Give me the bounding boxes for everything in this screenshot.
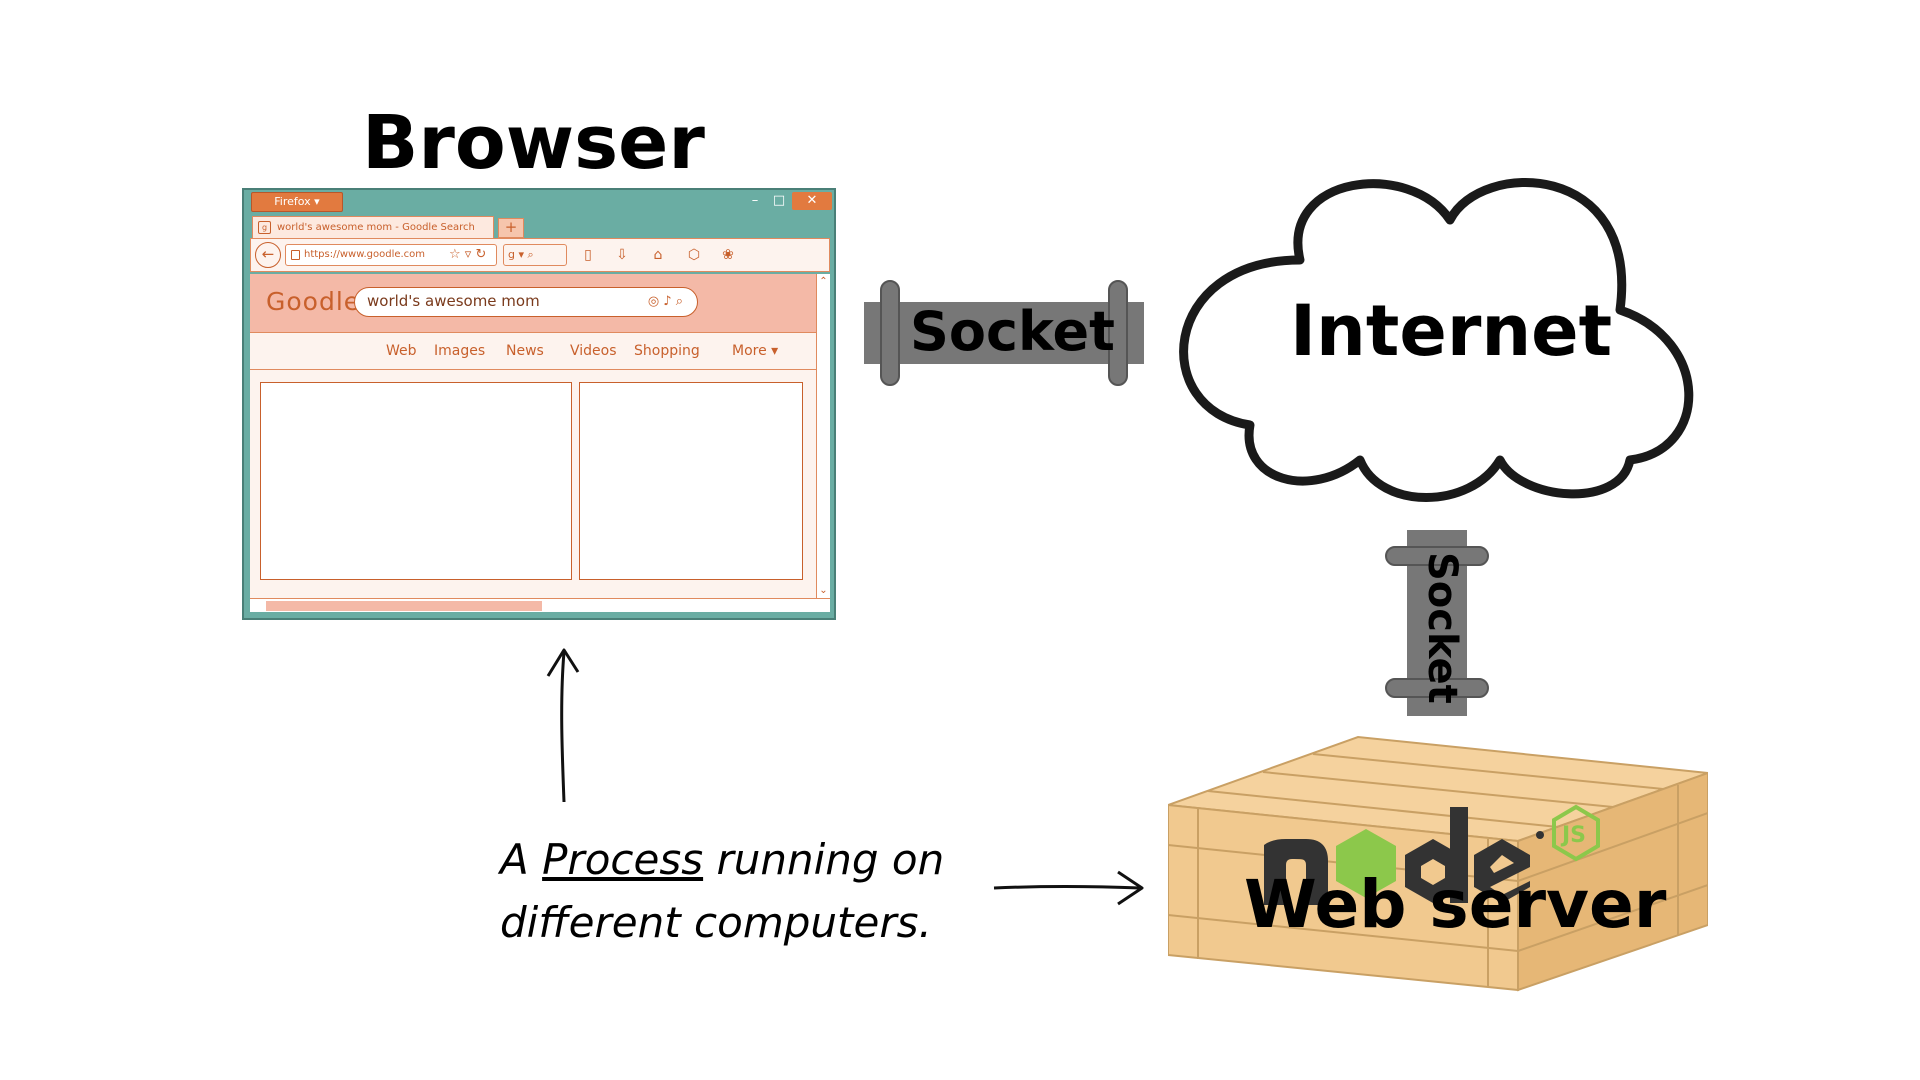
search-query-input[interactable]: world's awesome mom ◎ ♪ ⌕ <box>354 287 698 317</box>
tab-favicon-icon: g <box>258 221 271 234</box>
server-crate <box>1168 735 1708 992</box>
maximize-button[interactable]: □ <box>772 193 786 208</box>
nav-images[interactable]: Images <box>434 343 486 359</box>
nav-shopping[interactable]: Shopping <box>634 343 700 359</box>
caption-line-2: different computers. <box>500 898 932 947</box>
internet-cloud <box>1179 178 1694 502</box>
socket-right-cap <box>1108 280 1128 386</box>
scroll-up-icon[interactable]: ⌃ <box>819 276 828 287</box>
nav-videos[interactable]: Videos <box>570 343 617 359</box>
web-server-label: Web server <box>1244 866 1667 943</box>
arrow-up-to-browser <box>546 648 580 803</box>
socket-bottom-cap <box>1385 678 1489 698</box>
goodle-logo[interactable]: Goodle <box>266 287 361 316</box>
socket-vertical-label: Socket <box>1419 552 1465 704</box>
internet-label: Internet <box>1290 290 1613 372</box>
scroll-down-icon[interactable]: ⌄ <box>819 585 828 596</box>
url-text: https://www.goodle.com <box>304 249 426 260</box>
minimize-button[interactable]: – <box>751 193 759 208</box>
tab-title: world's awesome mom - Goodle Search <box>277 222 475 233</box>
nav-more[interactable]: More ▾ <box>732 343 779 359</box>
crate-planks <box>1168 753 1708 987</box>
close-button[interactable]: ✕ <box>792 192 832 210</box>
bookmark-reload-icons[interactable]: ☆ ▿ ↻ <box>449 247 487 262</box>
lock-icon <box>291 250 300 260</box>
download-icon[interactable]: ⇩ <box>616 247 628 263</box>
nav-news[interactable]: News <box>506 343 544 359</box>
nodejs-logo <box>1264 804 1600 905</box>
process-caption: A Process running on different computers… <box>500 828 944 954</box>
app-menu-button[interactable]: Firefox ▾ <box>251 192 343 212</box>
search-nav-bar: Web Images News Videos Shopping More ▾ <box>250 332 816 370</box>
arrow-right-to-server <box>993 870 1144 906</box>
cube-icon[interactable]: ⬡ <box>687 247 701 263</box>
nav-web[interactable]: Web <box>386 343 417 359</box>
camera-mic-search-icons[interactable]: ◎ ♪ ⌕ <box>647 294 683 309</box>
horizontal-scroll-thumb[interactable] <box>266 601 542 611</box>
cloud-outline <box>1179 178 1694 502</box>
socket-pipe <box>864 302 1144 364</box>
socket-vertical: Socket <box>1385 530 1489 716</box>
back-arrow-icon[interactable]: ← <box>255 242 281 268</box>
nodejs-js-badge: JS <box>1562 823 1587 848</box>
browser-window: Firefox ▾ – □ ✕ g world's awesome mom - … <box>242 188 836 620</box>
home-icon[interactable]: ⌂ <box>653 247 663 263</box>
search-query-text: world's awesome mom <box>367 292 540 310</box>
browser-toolbar: ← https://www.goodle.com ☆ ▿ ↻ g ▾ ⌕ ▯ ⇩… <box>250 238 830 272</box>
socket-horizontal-label: Socket <box>910 300 1115 363</box>
vertical-scrollbar[interactable]: ⌃ ⌄ <box>816 274 830 598</box>
new-tab-button[interactable]: + <box>498 218 524 238</box>
search-page-header: Goodle world's awesome mom ◎ ♪ ⌕ <box>250 274 816 332</box>
socket-top-cap <box>1385 546 1489 566</box>
crate-side <box>1517 771 1708 992</box>
caption-process-word: Process <box>542 835 704 884</box>
caption-line-1: A Process running on <box>500 828 944 891</box>
caption-line1-rest: running on <box>703 835 945 884</box>
browser-title: Browser <box>362 100 705 186</box>
socket-horizontal: Socket <box>864 280 1144 386</box>
result-panel-main <box>260 382 572 580</box>
url-bar[interactable]: https://www.goodle.com <box>285 244 497 266</box>
sidebar-icon[interactable]: ▯ <box>584 247 592 263</box>
search-results-area <box>250 370 816 598</box>
caption-prefix: A <box>500 835 543 884</box>
search-engine-box[interactable]: g ▾ ⌕ <box>503 244 567 266</box>
result-panel-side <box>579 382 803 580</box>
browser-tab[interactable]: g world's awesome mom - Goodle Search <box>252 216 494 238</box>
socket-left-cap <box>880 280 900 386</box>
extensions-icon[interactable]: ❀ <box>722 247 734 263</box>
horizontal-scrollbar[interactable] <box>250 598 830 612</box>
